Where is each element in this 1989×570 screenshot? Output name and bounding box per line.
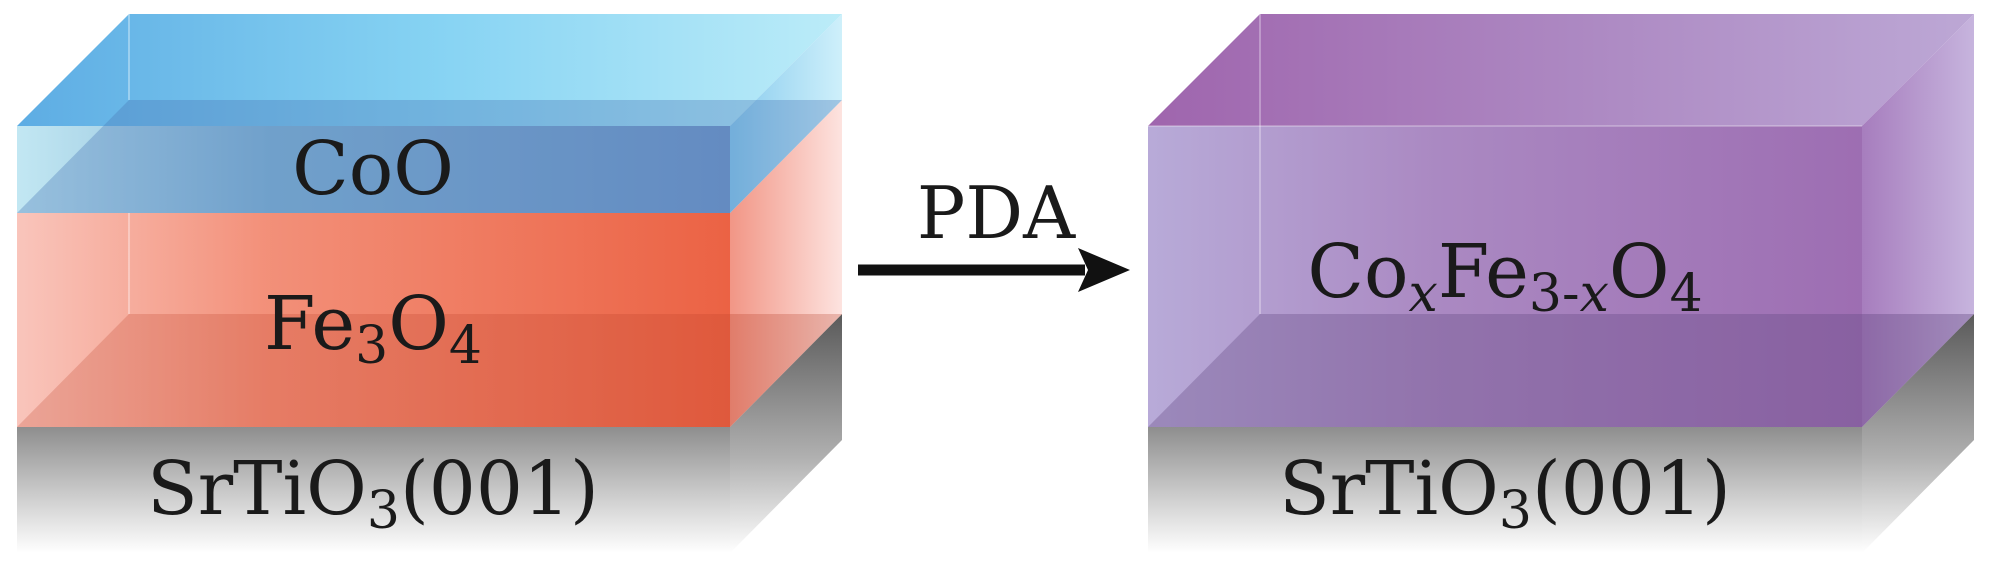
cofe-interface-plane <box>1148 314 1974 427</box>
fe3o4-interface-plane <box>17 314 842 427</box>
cofe-top-face <box>1148 14 1974 126</box>
cofe-front-face <box>1148 126 1862 427</box>
pda-label: PDA <box>917 171 1076 255</box>
coo-front-face <box>17 126 730 213</box>
left-substrate-side-face <box>730 314 842 553</box>
fe3o4-label: Fe3O4 <box>264 281 482 376</box>
left-coo-layer <box>17 14 842 213</box>
coo-interface-plane <box>17 100 842 213</box>
right-substrate-side-face <box>1862 314 1974 553</box>
cofe-label: CoxFe3-xO4 <box>1307 229 1702 324</box>
left-fe3o4-layer <box>17 100 842 427</box>
right-stack: CoxFe3-xO4 SrTiO3(001) <box>1148 14 1974 553</box>
coo-side-face <box>730 14 842 213</box>
cofe2o4-film-layer <box>1148 14 1974 427</box>
left-substrate-front-face <box>17 427 730 553</box>
right-substrate-label: SrTiO3(001) <box>1279 446 1731 541</box>
coo-top-face <box>17 14 842 126</box>
pda-process-arrow: PDA <box>858 171 1130 292</box>
left-substrate-label: SrTiO3(001) <box>147 446 599 541</box>
fe3o4-side-face <box>730 100 842 427</box>
coo-label: CoO <box>292 126 454 212</box>
left-stack: CoO Fe3O4 SrTiO3(001) <box>17 14 842 553</box>
right-substrate-front-face <box>1148 427 1862 553</box>
cofe-side-face <box>1862 14 1974 427</box>
fe3o4-front-face <box>17 213 730 427</box>
arrow-head <box>1078 248 1130 292</box>
